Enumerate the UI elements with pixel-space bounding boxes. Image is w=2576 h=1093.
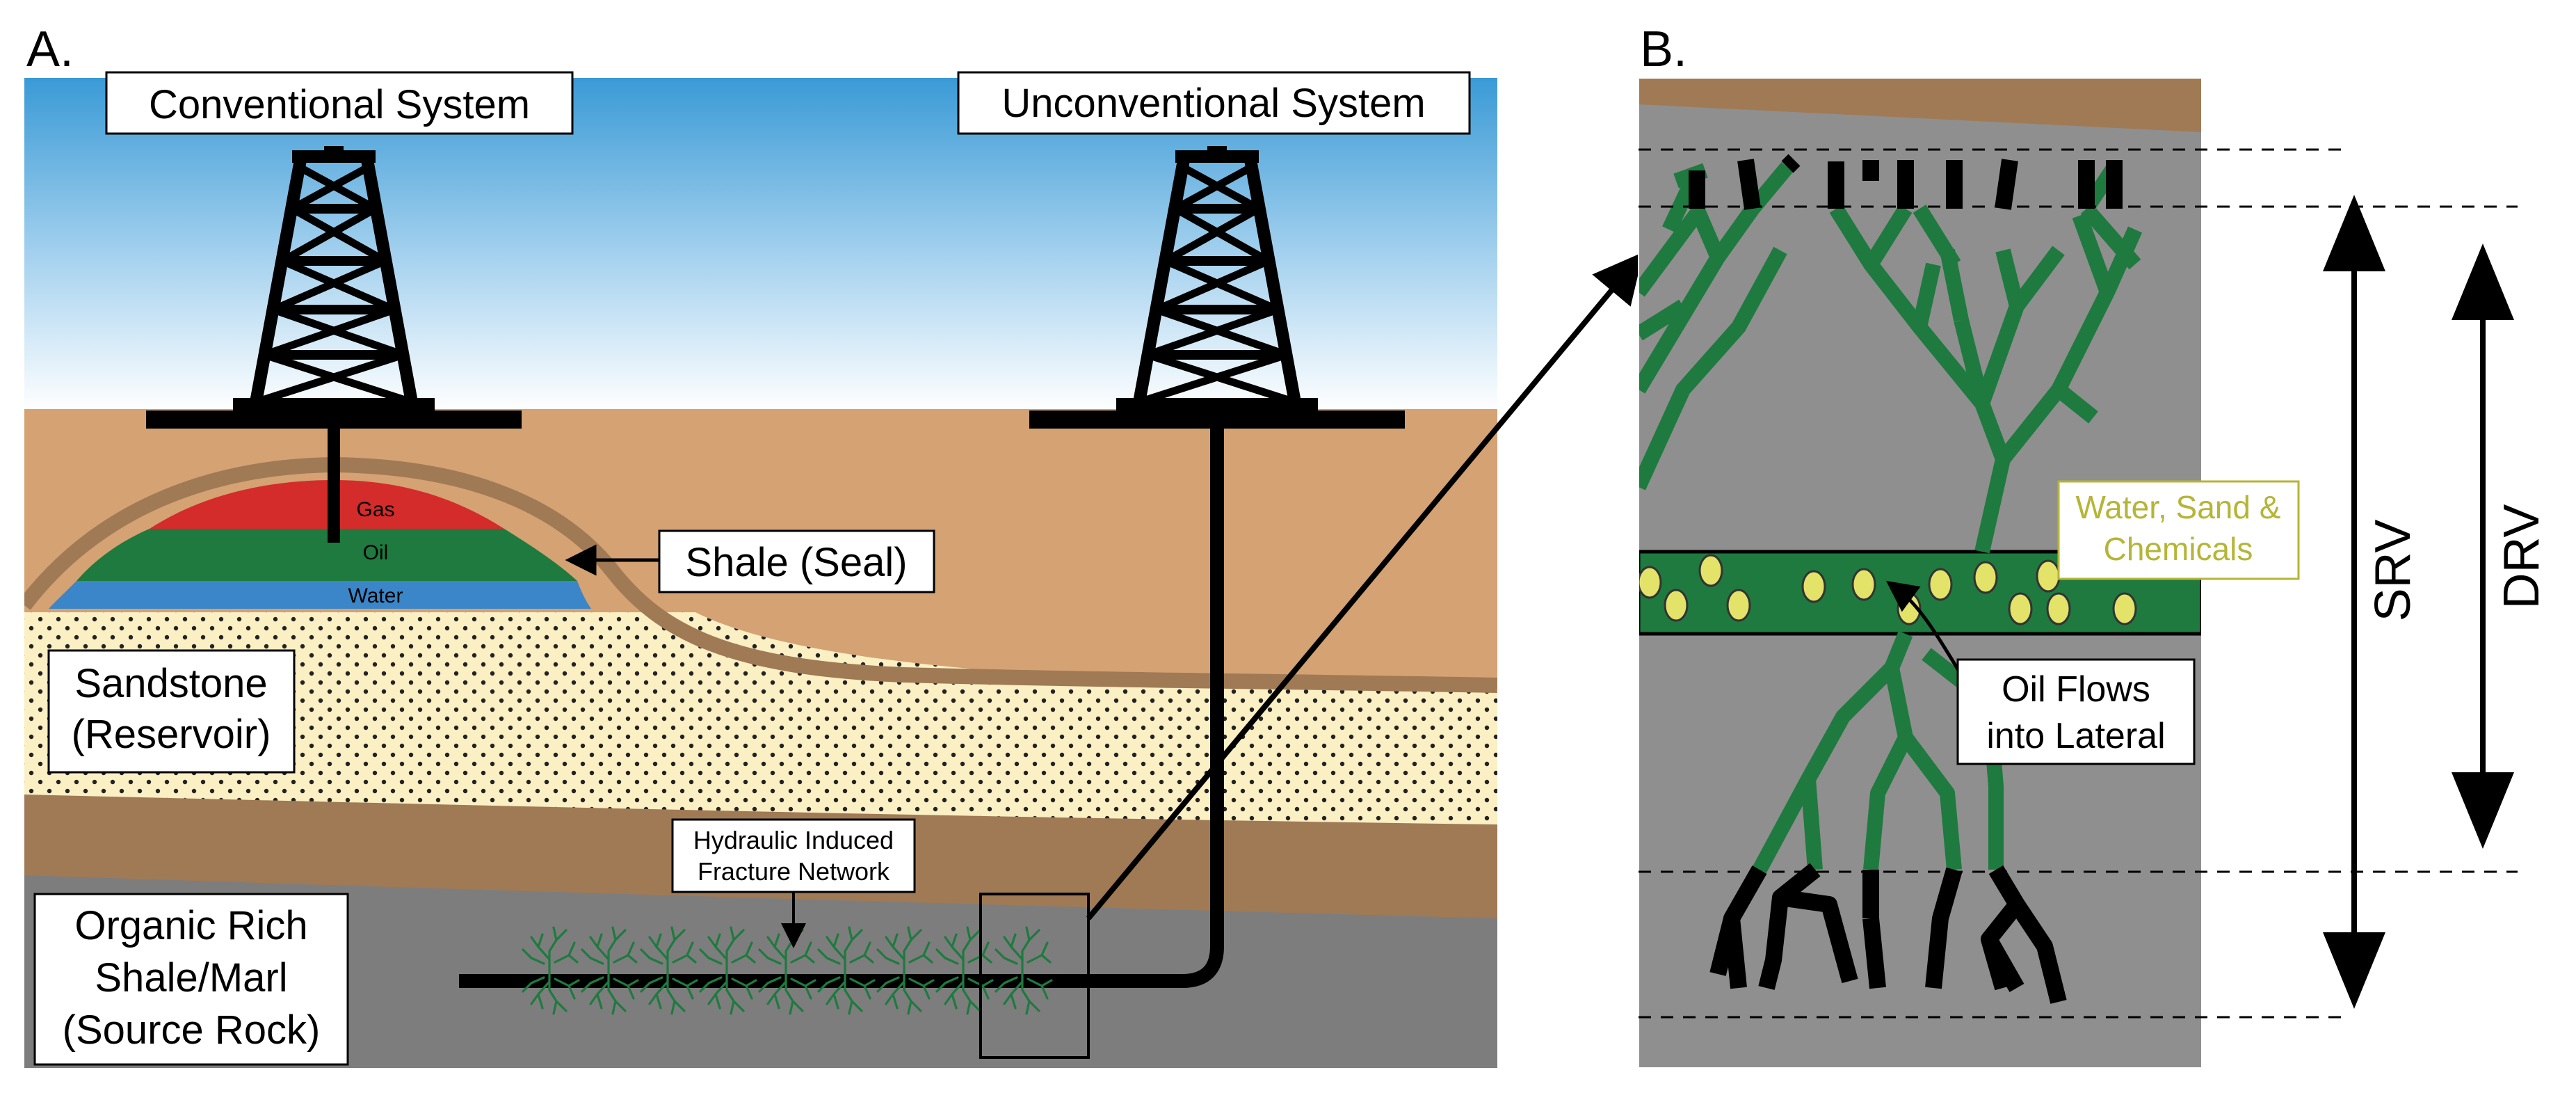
fracture-label-line1: Hydraulic Induced	[693, 826, 894, 854]
fracture-label-line2: Fracture Network	[698, 857, 890, 886]
fracture-network-callout: Hydraulic Induced Fracture Network	[671, 818, 916, 948]
gas-label: Gas	[356, 498, 394, 521]
sandstone-layer	[24, 612, 1497, 824]
drv-indicator: DRV	[2452, 244, 2550, 849]
proppant-label-line1: Water, Sand &	[2076, 489, 2281, 525]
unconventional-system-label: Unconventional System	[1001, 81, 1425, 126]
oil-flow-label-line1: Oil Flows	[2002, 669, 2150, 710]
shale-seal-label: Shale (Seal)	[685, 540, 907, 585]
panel-b-overburden	[1639, 78, 2202, 132]
source-rock-label-line1: Organic Rich	[74, 903, 307, 948]
water-label: Water	[348, 584, 403, 607]
oil-flow-label-line2: into Lateral	[1986, 716, 2165, 756]
shale-seal-callout: Shale (Seal)	[565, 529, 935, 593]
zoom-box	[979, 893, 1090, 1059]
lower-fractures	[1709, 630, 2067, 1004]
panel-b-label: B.	[1640, 22, 1687, 77]
water-zone	[49, 581, 591, 609]
conventional-system-callout: Conventional System	[105, 71, 574, 135]
srv-label: SRV	[2365, 520, 2421, 622]
srv-indicator: SRV	[2323, 195, 2421, 1009]
source-rock-callout: Organic Rich Shale/Marl (Source Rock)	[33, 893, 349, 1066]
sandstone-label-line2: (Reservoir)	[72, 712, 271, 757]
proppant-grains	[1639, 554, 2137, 625]
shale-seal-dome	[24, 456, 1497, 693]
oil-flow-callout: Oil Flows into Lateral	[1956, 658, 2196, 765]
sandstone-callout: Sandstone (Reservoir)	[47, 649, 296, 774]
proppant-label-line2: Chemicals	[2104, 531, 2253, 567]
panel-a	[24, 78, 1497, 1068]
conventional-system-label: Conventional System	[149, 82, 530, 127]
mid-fracture	[1974, 457, 2011, 554]
source-rock-layer	[24, 875, 1497, 1068]
conventional-well	[328, 417, 340, 543]
panel-a-label: A.	[26, 22, 74, 77]
oil-label: Oil	[363, 541, 389, 564]
gas-zone	[150, 480, 504, 529]
proppant-callout: Water, Sand & Chemicals	[2057, 480, 2300, 580]
unconventional-well	[459, 417, 1224, 988]
source-rock-label-line2: Shale/Marl	[95, 955, 287, 1000]
oil-zone	[77, 529, 577, 581]
oil-flow-arrow	[1885, 580, 1963, 676]
reference-lines	[1639, 148, 2518, 1019]
zoom-arrow	[1086, 252, 1644, 920]
sandstone-label-line1: Sandstone	[74, 661, 267, 706]
upper-fractures	[1639, 154, 2143, 490]
drv-label: DRV	[2494, 504, 2550, 609]
unconventional-system-callout: Unconventional System	[957, 71, 1471, 135]
source-rock-label-line3: (Source Rock)	[63, 1007, 321, 1053]
